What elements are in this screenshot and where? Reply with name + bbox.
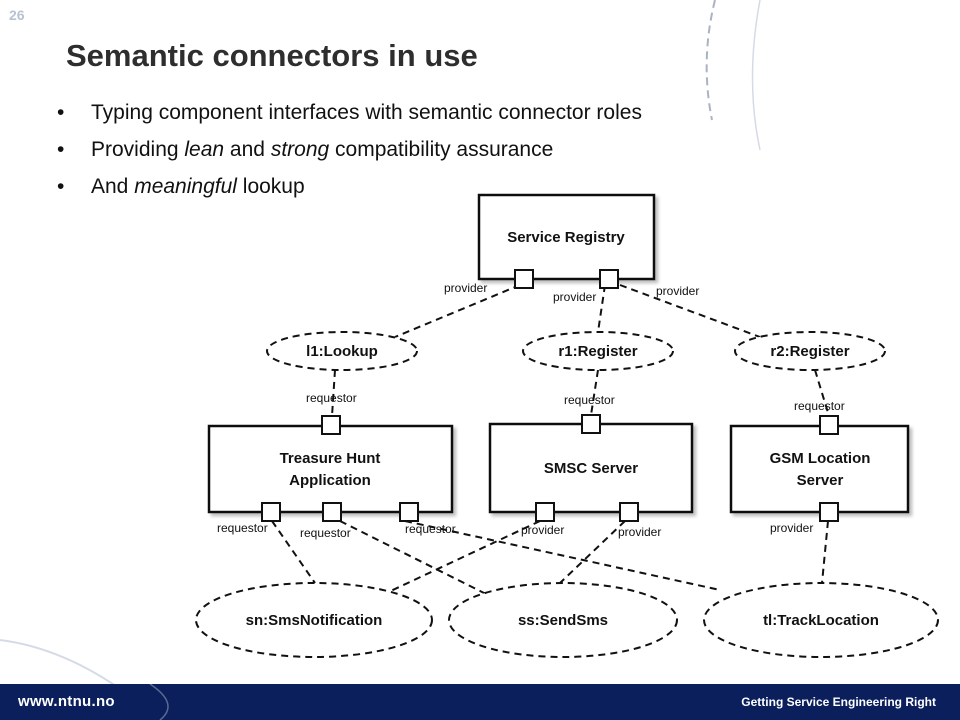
connector-ellipses	[195, 331, 939, 658]
role-label: provider	[656, 284, 699, 298]
provider-port	[599, 269, 619, 289]
smsc-server-label: SMSC Server	[544, 460, 638, 477]
footer-tagline: Getting Service Engineering Right	[741, 695, 936, 709]
slide-title: Semantic connectors in use	[66, 38, 478, 73]
bullet-item: Typing component interfaces with semanti…	[54, 98, 642, 135]
provider-port	[619, 502, 639, 522]
requestor-port	[322, 502, 342, 522]
role-label: provider	[444, 281, 487, 295]
bullet-item: Providing lean and strong compatibility …	[54, 135, 642, 172]
requestor-port	[581, 414, 601, 434]
smsc-server-component: SMSC Server	[488, 414, 694, 522]
role-label: provider	[618, 525, 661, 539]
architecture-diagram: Service Registry Treasure Hunt Applicati…	[195, 193, 939, 658]
provider-port	[514, 269, 534, 289]
tl-track-connector: tl:TrackLocation	[763, 612, 879, 629]
footer-swoosh	[149, 684, 169, 720]
l1-lookup-connector: l1:Lookup	[306, 343, 378, 360]
gsm-location-label: GSM Location	[770, 450, 871, 467]
requestor-port	[819, 415, 839, 435]
role-label: requestor	[564, 393, 615, 407]
requestor-port	[399, 502, 419, 522]
role-label: provider	[521, 523, 564, 537]
provider-port	[535, 502, 555, 522]
connector-links	[271, 284, 830, 597]
gsm-location-label: Server	[797, 472, 844, 489]
requestor-port	[321, 415, 341, 435]
role-label: requestor	[794, 399, 845, 413]
bullet-item: And meaningful lookup	[54, 172, 642, 209]
role-label: provider	[770, 521, 813, 535]
ss-sendsms-connector: ss:SendSms	[518, 612, 608, 629]
role-label: provider	[553, 290, 596, 304]
role-label: requestor	[405, 522, 456, 536]
slide-number: 26	[9, 7, 25, 23]
role-label: requestor	[306, 391, 357, 405]
footer-url: www.ntnu.no	[18, 693, 115, 710]
r2-register-connector: r2:Register	[770, 343, 849, 360]
service-registry-component: Service Registry	[477, 193, 656, 289]
r1-register-connector: r1:Register	[558, 343, 637, 360]
bullet-list: Typing component interfaces with semanti…	[54, 98, 642, 209]
treasure-hunt-label: Application	[289, 472, 371, 489]
service-registry-label: Service Registry	[507, 229, 625, 246]
requestor-port	[261, 502, 281, 522]
footer-bar: www.ntnu.no Getting Service Engineering …	[0, 684, 960, 720]
treasure-hunt-label: Treasure Hunt	[280, 450, 381, 467]
role-label: requestor	[217, 521, 268, 535]
sn-sms-connector: sn:SmsNotification	[246, 612, 383, 629]
gsm-location-component: GSM Location Server	[729, 415, 910, 522]
provider-port	[819, 502, 839, 522]
role-label: requestor	[300, 526, 351, 540]
treasure-hunt-component: Treasure Hunt Application	[207, 415, 454, 522]
role-labels: provider provider provider requestor req…	[217, 281, 845, 540]
